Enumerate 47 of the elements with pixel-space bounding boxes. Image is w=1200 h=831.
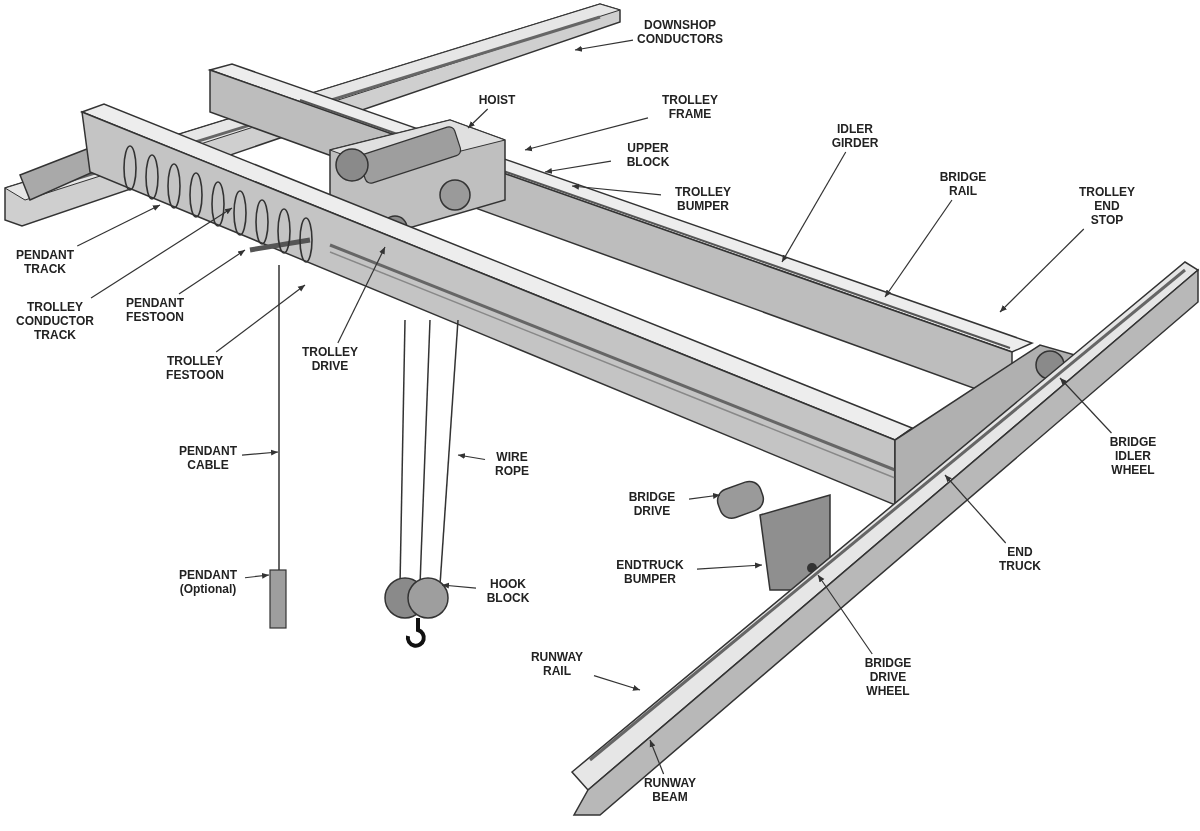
part-label: BRIDGE DRIVE	[627, 490, 677, 518]
part-label: PENDANT CABLE	[178, 444, 238, 472]
leader-line	[337, 246, 386, 344]
leader-line	[76, 204, 161, 247]
leader-line	[696, 562, 763, 570]
leader-line	[524, 117, 649, 152]
part-label: WIRE ROPE	[494, 450, 530, 478]
part-label: ENDTRUCK BUMPER	[615, 558, 685, 586]
part-label: HOOK BLOCK	[485, 577, 531, 605]
part-label: TROLLEY FRAME	[661, 93, 719, 121]
part-label: UPPER BLOCK	[625, 141, 671, 169]
leader-line	[467, 108, 489, 129]
part-label: BRIDGE DRIVE WHEEL	[863, 656, 913, 698]
leader-line	[1059, 377, 1113, 434]
part-label: RUNWAY RAIL	[529, 650, 585, 678]
leader-line	[457, 453, 486, 461]
part-label: HOIST	[478, 93, 516, 107]
part-label: PENDANT TRACK	[15, 248, 75, 276]
leader-line	[215, 284, 306, 353]
part-label: IDLER GIRDER	[830, 122, 880, 150]
part-label: RUNWAY BEAM	[642, 776, 698, 804]
part-label: BRIDGE IDLER WHEEL	[1108, 435, 1158, 477]
leader-line	[944, 474, 1007, 544]
part-label: PENDANT (Optional)	[178, 568, 238, 596]
part-label: BRIDGE RAIL	[938, 170, 988, 198]
part-label: TROLLEY END STOP	[1078, 185, 1136, 227]
leader-line	[441, 582, 477, 589]
leader-line	[817, 574, 873, 655]
leader-line	[571, 183, 662, 196]
part-label: END TRUCK	[998, 545, 1042, 573]
part-label: TROLLEY BUMPER	[674, 185, 732, 213]
leader-line	[90, 207, 233, 299]
leader-line	[544, 160, 612, 174]
leader-line	[178, 249, 246, 295]
leader-line	[241, 449, 279, 456]
part-label: DOWNSHOP CONDUCTORS	[636, 18, 724, 46]
part-label: TROLLEY DRIVE	[301, 345, 359, 373]
part-label: TROLLEY CONDUCTOR TRACK	[15, 300, 95, 342]
part-label: TROLLEY FESTOON	[165, 354, 225, 382]
leader-line	[999, 228, 1085, 313]
leader-line	[781, 151, 847, 263]
leader-line	[574, 39, 634, 52]
leader-line	[244, 572, 270, 579]
part-label: PENDANT FESTOON	[125, 296, 185, 324]
leader-line	[688, 492, 721, 500]
leader-line	[593, 675, 641, 691]
leader-line	[884, 199, 953, 298]
